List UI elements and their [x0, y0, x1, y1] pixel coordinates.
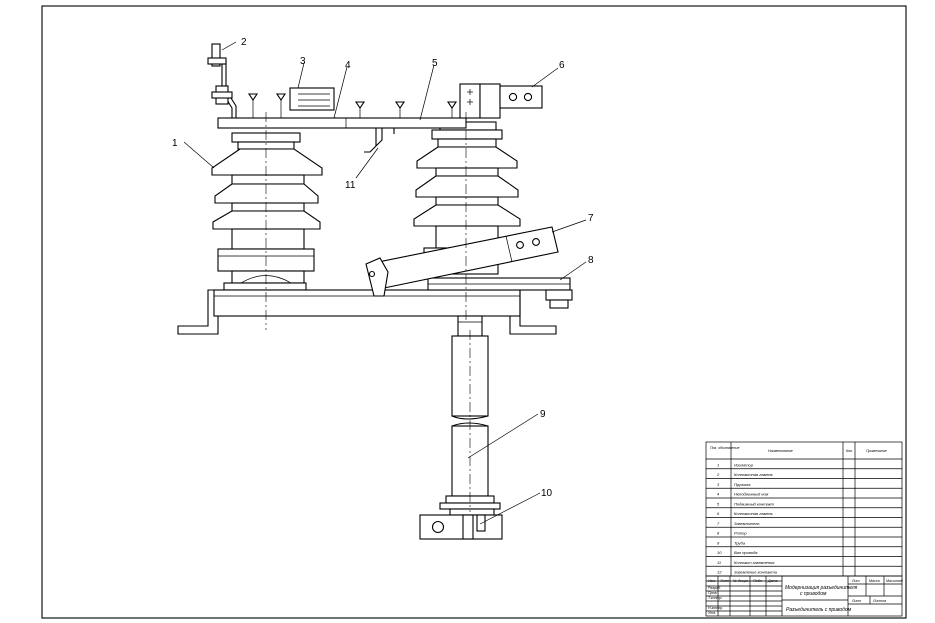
spec-row-pos: 6	[717, 511, 720, 516]
callout-2: 2	[241, 37, 247, 48]
tb-role-developed: Разраб.	[708, 586, 721, 590]
contact-assembly	[207, 43, 543, 153]
spec-row-pos: 8	[717, 531, 720, 536]
base-frame	[177, 277, 573, 335]
spec-header-qty: Кол.	[846, 449, 853, 453]
spec-header-note: Примечание	[866, 449, 887, 453]
callout-3: 3	[300, 56, 306, 67]
spec-row-name: Контактная ламель	[734, 472, 773, 477]
spec-row-pos: 10	[717, 550, 722, 555]
spec-row-pos: 5	[717, 501, 720, 506]
spec-header-name: Наименование	[768, 449, 793, 453]
specification-table: Поз. обозначение Наименование Кол. Приме…	[705, 441, 903, 577]
tb-drawing-name: Разъединитель с приводом	[786, 607, 852, 613]
callout-4: 4	[345, 60, 351, 71]
spec-header-pos: Поз. обозначение	[710, 446, 739, 450]
callout-7: 7	[588, 213, 594, 224]
callout-numbers: 1 2 3 4 5 6 7 8 9 10 11	[172, 37, 594, 499]
spec-row-pos: 1	[717, 462, 719, 467]
callout-8: 8	[588, 255, 594, 266]
tb-role-checked: Пров.	[708, 591, 717, 595]
spec-row-name: Ротор	[734, 531, 747, 536]
callout-5: 5	[432, 58, 438, 69]
spec-row-name: Контактная ламель	[734, 511, 773, 516]
tb-role-approved: Утв.	[708, 611, 716, 615]
tb-sheet: Лист	[851, 599, 861, 603]
tb-document-subtitle: с приводом	[800, 591, 827, 597]
spec-row-pos: 3	[717, 482, 720, 487]
spec-row-name: Заземление контакта	[734, 570, 778, 575]
spec-row-name: Подвижный контакт	[734, 501, 775, 506]
spec-row-name: Пружина	[734, 482, 751, 487]
tb-litera: Лит.	[851, 579, 860, 583]
tb-sheets: Листов	[872, 599, 886, 603]
callout-10: 10	[541, 488, 553, 499]
spec-row-pos: 12	[717, 570, 722, 575]
title-block: Изм. Лист № докум. Подп. Дата Разраб. Пр…	[705, 575, 904, 617]
grounding-blade	[365, 226, 559, 297]
knife-bolts	[247, 93, 458, 118]
leader-lines	[183, 41, 587, 525]
spec-row-pos: 9	[717, 540, 720, 545]
spec-row-name: Контакт заземления	[734, 560, 775, 565]
callout-9: 9	[540, 409, 546, 420]
callout-1: 1	[172, 138, 178, 149]
spec-row-name: Заземлитель	[734, 521, 760, 526]
tb-document-title: Модернизация разъединителя	[785, 585, 858, 591]
spec-row-name: Изолятор	[734, 462, 754, 467]
callout-6: 6	[559, 60, 565, 71]
spec-row-pos: 7	[717, 521, 720, 526]
tb-role-tcontrol: Т.контр.	[708, 596, 723, 600]
tb-mass: Масса	[869, 579, 880, 583]
spec-row-name: Труба	[734, 540, 746, 545]
spec-row-pos: 2	[716, 472, 720, 477]
center-lines	[265, 112, 471, 512]
spec-row-name: Вал привода	[734, 550, 758, 555]
callout-11: 11	[345, 180, 356, 191]
spec-row-pos: 11	[717, 560, 721, 565]
tb-role-ncontrol: Н.контр.	[708, 606, 723, 610]
spec-row-pos: 4	[717, 492, 720, 497]
spec-row-name: Неподвижный нож	[734, 492, 769, 497]
tb-scale: Масштаб	[886, 579, 904, 583]
